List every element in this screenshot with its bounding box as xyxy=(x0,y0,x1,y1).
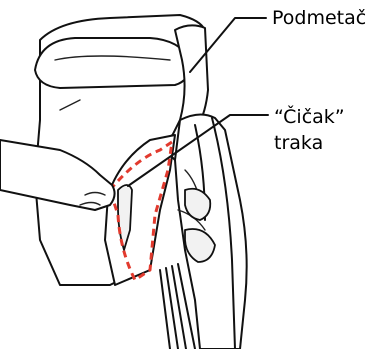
side-straps xyxy=(175,114,247,349)
label-podmetac: Podmetač xyxy=(272,9,366,28)
label-cicak-line-2: traka xyxy=(274,134,323,153)
label-cicak-line-1: “Čičak” xyxy=(274,108,345,127)
top-pad xyxy=(35,38,190,88)
